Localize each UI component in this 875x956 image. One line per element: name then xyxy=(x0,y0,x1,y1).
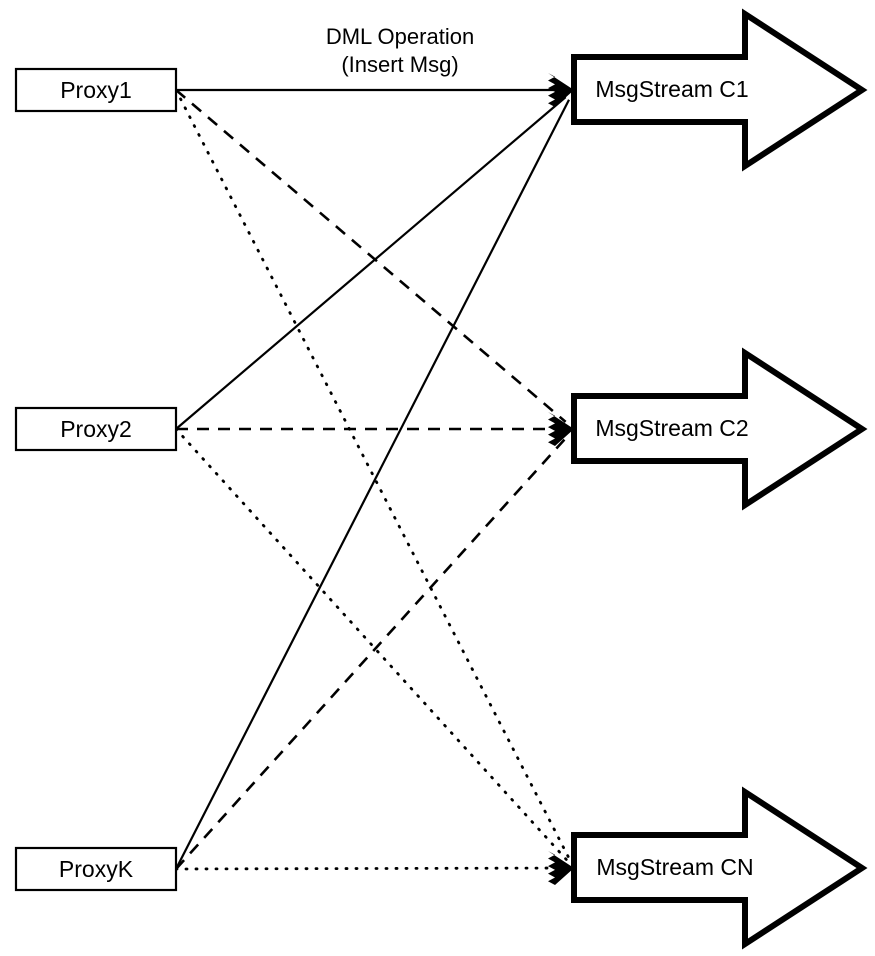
link-p2-c1 xyxy=(175,96,567,430)
arrowhead-head-c2 xyxy=(548,412,574,446)
stream-arrow-shape xyxy=(571,786,868,950)
stream-arrow-shape xyxy=(571,347,868,511)
stream-label: MsgStream C2 xyxy=(595,415,748,441)
proxy-label: Proxy2 xyxy=(60,416,132,442)
stream-label: MsgStream C1 xyxy=(595,76,748,102)
links-layer xyxy=(174,88,571,871)
proxy-box-rect xyxy=(14,67,178,113)
proxy-proxy1[interactable]: Proxy1 xyxy=(14,67,178,113)
link-p1-c2 xyxy=(175,89,567,423)
link-p1-cn xyxy=(174,88,571,860)
dml-operation-label-line1: DML Operation xyxy=(326,24,474,49)
arrowhead-head-cn xyxy=(548,851,574,885)
stream-arrow-shape xyxy=(571,8,868,172)
proxy-box-rect xyxy=(14,406,178,452)
proxy-proxyk[interactable]: ProxyK xyxy=(14,846,178,892)
arrowhead-shape xyxy=(548,412,574,446)
arrowhead-shape xyxy=(548,73,574,107)
stream-stream_c1[interactable]: MsgStream C1 xyxy=(571,8,868,172)
proxy-label: ProxyK xyxy=(59,856,134,882)
stream-stream_c2[interactable]: MsgStream C2 xyxy=(571,347,868,511)
stream-label: MsgStream CN xyxy=(596,854,753,880)
edge-label-layer: DML Operation (Insert Msg) xyxy=(326,24,474,77)
proxy-label: Proxy1 xyxy=(60,77,132,103)
stream-stream_cn[interactable]: MsgStream CN xyxy=(571,786,868,950)
arrowhead-shape xyxy=(548,851,574,885)
streams-layer: MsgStream C1 MsgStream C2 MsgStream CN xyxy=(571,8,868,950)
proxy-proxy2[interactable]: Proxy2 xyxy=(14,406,178,452)
proxy-box-rect xyxy=(14,846,178,892)
arrowhead-head-c1 xyxy=(548,73,574,107)
link-p2-cn xyxy=(174,427,569,862)
link-pk-c2 xyxy=(175,436,568,870)
link-pk-cn xyxy=(174,866,565,871)
link-pk-c1 xyxy=(175,99,570,870)
dml-operation-label-line2: (Insert Msg) xyxy=(341,52,458,77)
arrowheads-layer xyxy=(548,73,574,885)
